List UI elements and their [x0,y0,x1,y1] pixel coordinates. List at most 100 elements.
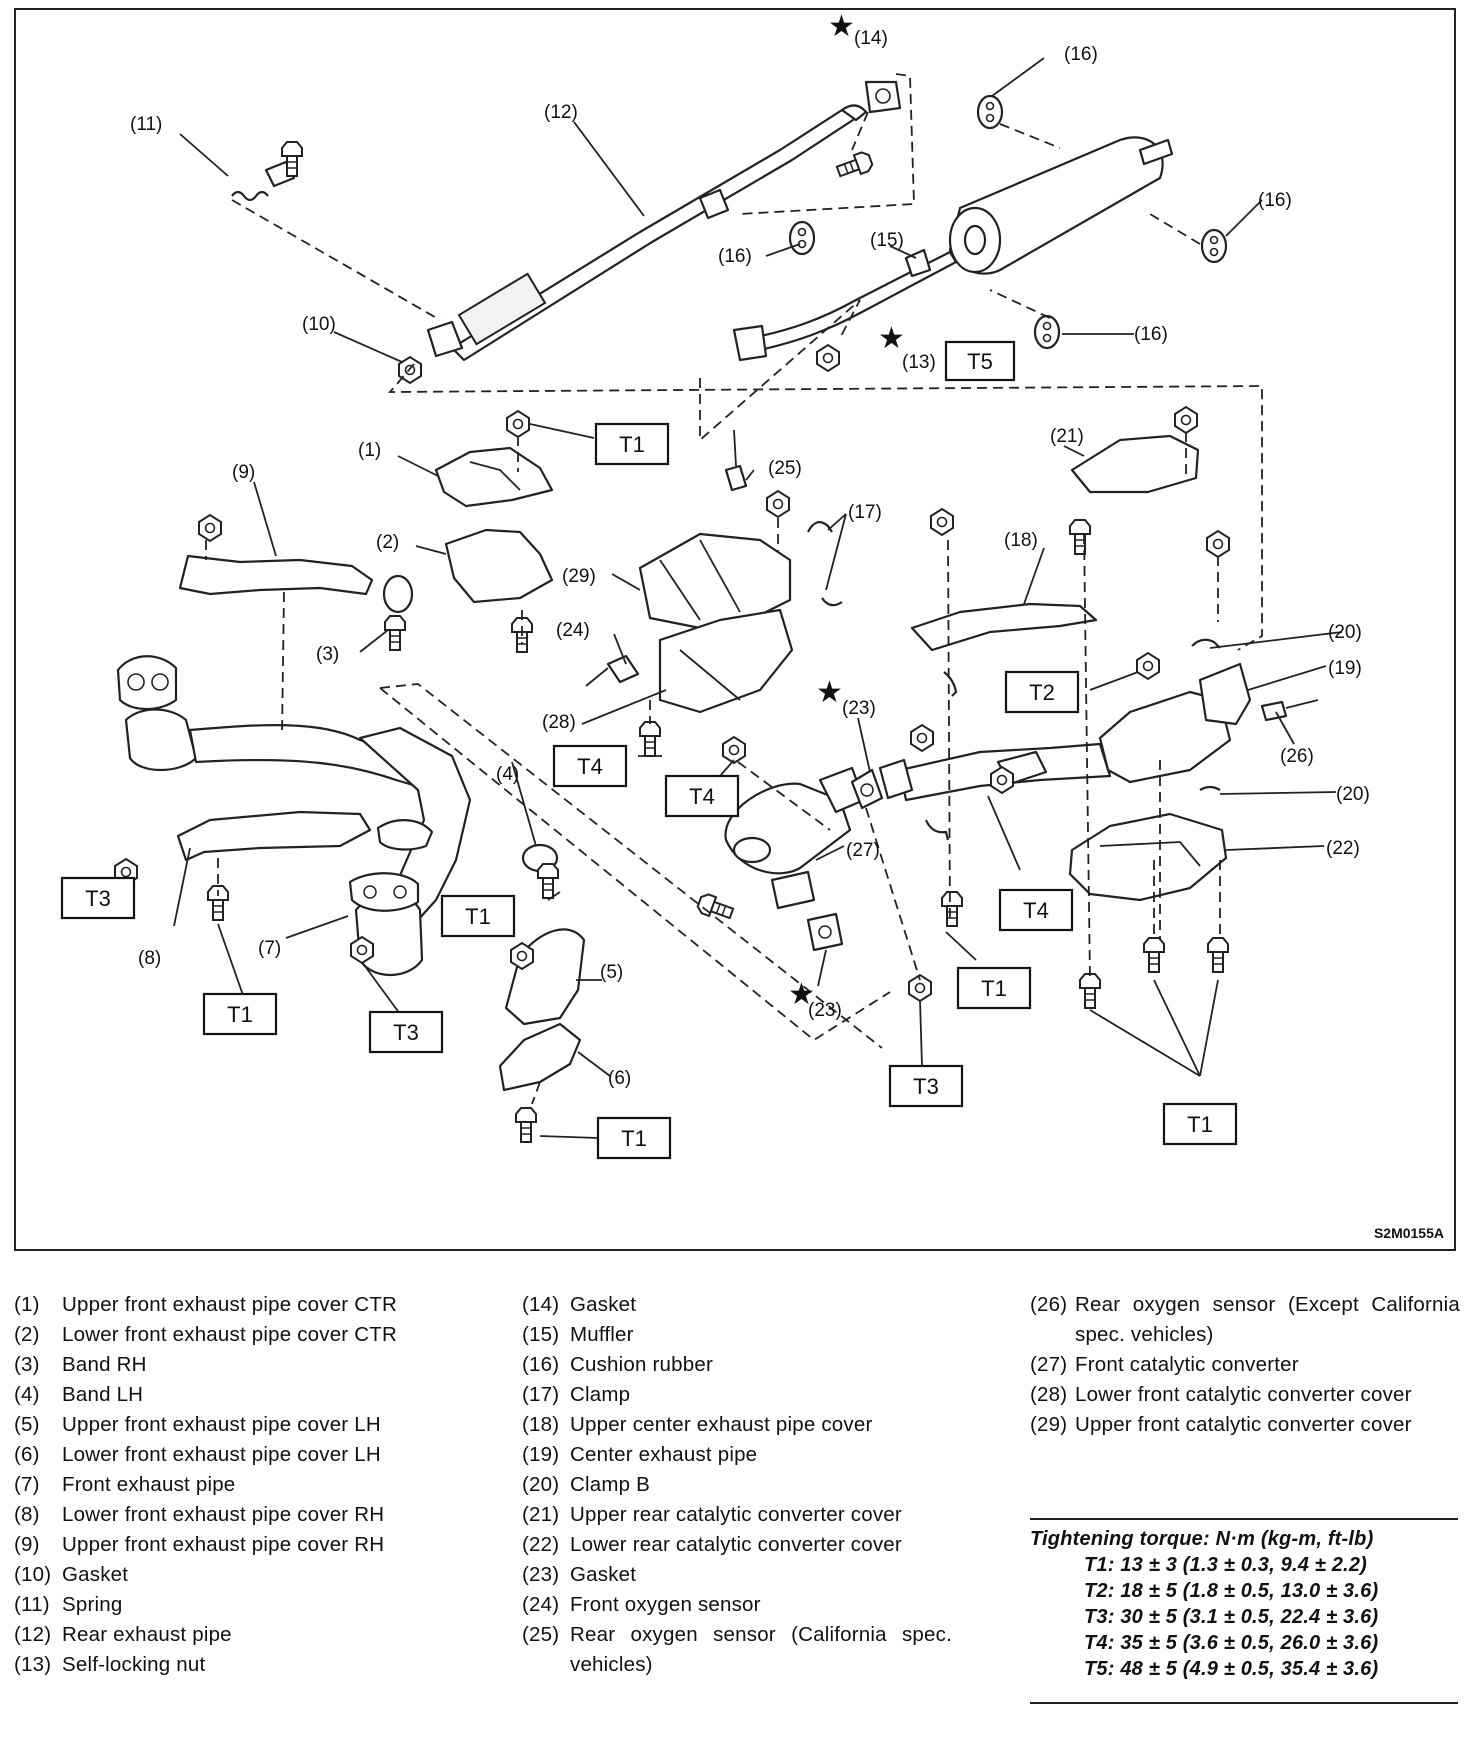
callout-4: (4) [496,764,519,785]
bolt-icon [639,721,661,757]
svg-text:T3: T3 [85,886,111,911]
upper-center-pipe-cover [910,602,1098,652]
legend-item: (18)Upper center exhaust pipe cover [522,1413,873,1436]
svg-text:T1: T1 [227,1002,253,1027]
legend-item: (11)Spring [14,1593,123,1616]
legend-item: (25)Rear oxygen sensor (California spec.… [522,1623,952,1676]
callout-18: (18) [1004,530,1038,551]
svg-text:T3: T3 [393,1020,419,1045]
callout-7: (7) [258,938,281,959]
torque-box-t1-d: T1 [596,1116,672,1160]
spring [231,141,303,202]
legend-item: (24)Front oxygen sensor [522,1593,761,1616]
torque-box-t1-b: T1 [202,992,278,1036]
torque-box-t5: T5 [944,340,1016,382]
svg-text:T4: T4 [1023,898,1049,923]
star-icon: ★ [878,322,905,355]
torque-box-t4-c: T4 [998,888,1074,932]
rear-oxygen-sensor [1260,699,1319,722]
callout-5: (5) [600,962,623,983]
nut-icon [1136,652,1160,680]
legend-item: (2)Lower front exhaust pipe cover CTR [14,1323,397,1346]
nut-icon [722,736,746,764]
legend-item: (29)Upper front catalytic converter cove… [1030,1413,1412,1436]
exhaust-exploded-diagram: (11) (12) (14) (16) (16) (16) (16) (15) … [60,10,1444,1241]
callout-19: (19) [1328,658,1362,679]
legend-item: (7)Front exhaust pipe [14,1473,236,1496]
front-catalytic-converter [724,766,866,910]
torque-box-t3-c: T3 [888,1064,964,1108]
legend-item: (20)Clamp B [522,1473,651,1496]
svg-text:T1: T1 [621,1126,647,1151]
callout-9: (9) [232,462,255,483]
clamp-17b [821,597,843,607]
legend-item: (10)Gasket [14,1563,129,1586]
nut-icon [990,766,1014,794]
callout-2: (2) [376,532,399,553]
svg-text:T2: T2 [1029,680,1055,705]
callout-20b: (20) [1336,784,1370,805]
lower-front-pipe-cover-lh [498,1022,582,1092]
legend-item: (17)Clamp [522,1383,631,1406]
torque-line-t1: T1: 13 ± 3 (1.3 ± 0.3, 9.4 ± 2.2) [1084,1554,1367,1576]
bolt-icon [834,149,875,182]
legend-column-2: (14)Gasket (15)Muffler (16)Cushion rubbe… [522,1290,952,1680]
rear-exhaust-pipe [426,104,868,362]
lower-front-pipe-cover-rh [176,810,372,862]
legend-item: (12)Rear exhaust pipe [14,1623,232,1646]
torque-box-t4-b: T4 [664,774,740,818]
cushion-rubber-16b [1200,228,1228,264]
callout-28: (28) [542,712,576,733]
legend-item: (5)Upper front exhaust pipe cover LH [14,1413,381,1436]
clamp-17a [807,521,833,533]
callout-24: (24) [556,620,590,641]
cushion-rubber-16a [976,94,1004,130]
upper-front-pipe-cover-rh [178,554,414,614]
legend-item: (23)Gasket [522,1563,637,1586]
callout-25: (25) [768,458,802,479]
callout-27: (27) [846,840,880,861]
torque-line-t2: T2: 18 ± 5 (1.8 ± 0.5, 13.0 ± 3.6) [1084,1580,1379,1602]
nut-icon [1206,530,1230,558]
svg-text:T4: T4 [689,784,715,809]
legend-item: (9)Upper front exhaust pipe cover RH [14,1533,385,1556]
callout-13: (13) [902,352,936,373]
callout-16c: (16) [1134,324,1168,345]
rear-oxygen-sensor-ca [724,429,748,492]
front-exhaust-pipe [116,655,472,977]
nut-icon [910,724,934,752]
svg-text:T4: T4 [577,754,603,779]
legend-column-3: (26)Rear oxygen sensor (Except Californi… [1030,1290,1460,1440]
bolt-icon [515,1107,537,1143]
torque-box-t3-a: T3 [60,876,136,920]
legend-item: (4)Band LH [14,1383,144,1406]
legend-item: (19)Center exhaust pipe [522,1443,758,1466]
callout-12: (12) [544,102,578,123]
nut-icon [766,490,790,518]
callout-11: (11) [130,114,162,135]
torque-line-t5: T5: 48 ± 5 (4.9 ± 0.5, 35.4 ± 3.6) [1084,1658,1379,1680]
lower-front-cat-cover [658,608,794,714]
legend-item: (14)Gasket [522,1293,637,1316]
legend-column-1: (1)Upper front exhaust pipe cover CTR (2… [14,1290,446,1680]
legend-item: (3)Band RH [14,1353,147,1376]
callout-6: (6) [608,1068,631,1089]
svg-text:T5: T5 [967,349,993,374]
torque-box-t1-a: T1 [594,422,670,466]
nut-icon [930,508,954,536]
upper-front-pipe-cover-ctr [434,446,554,508]
torque-spec-table: Tightening torque: N·m (kg-m, ft-lb) T1:… [1030,1518,1458,1704]
legend-item: (8)Lower front exhaust pipe cover RH [14,1503,385,1526]
gasket-23a [850,768,884,810]
bolt-icon [1207,937,1229,973]
callout-15: (15) [870,230,904,251]
callout-16d: (16) [718,246,752,267]
legend-item: (16)Cushion rubber [522,1353,713,1376]
clamp-17d [924,819,950,841]
callout-8: (8) [138,948,161,969]
legend-item: (28)Lower front catalytic converter cove… [1030,1383,1412,1406]
nut-icon [506,410,530,438]
self-locking-nut [816,344,840,372]
legend-item: (27)Front catalytic converter [1030,1353,1299,1376]
torque-box-t1-f: T1 [1162,1102,1238,1146]
